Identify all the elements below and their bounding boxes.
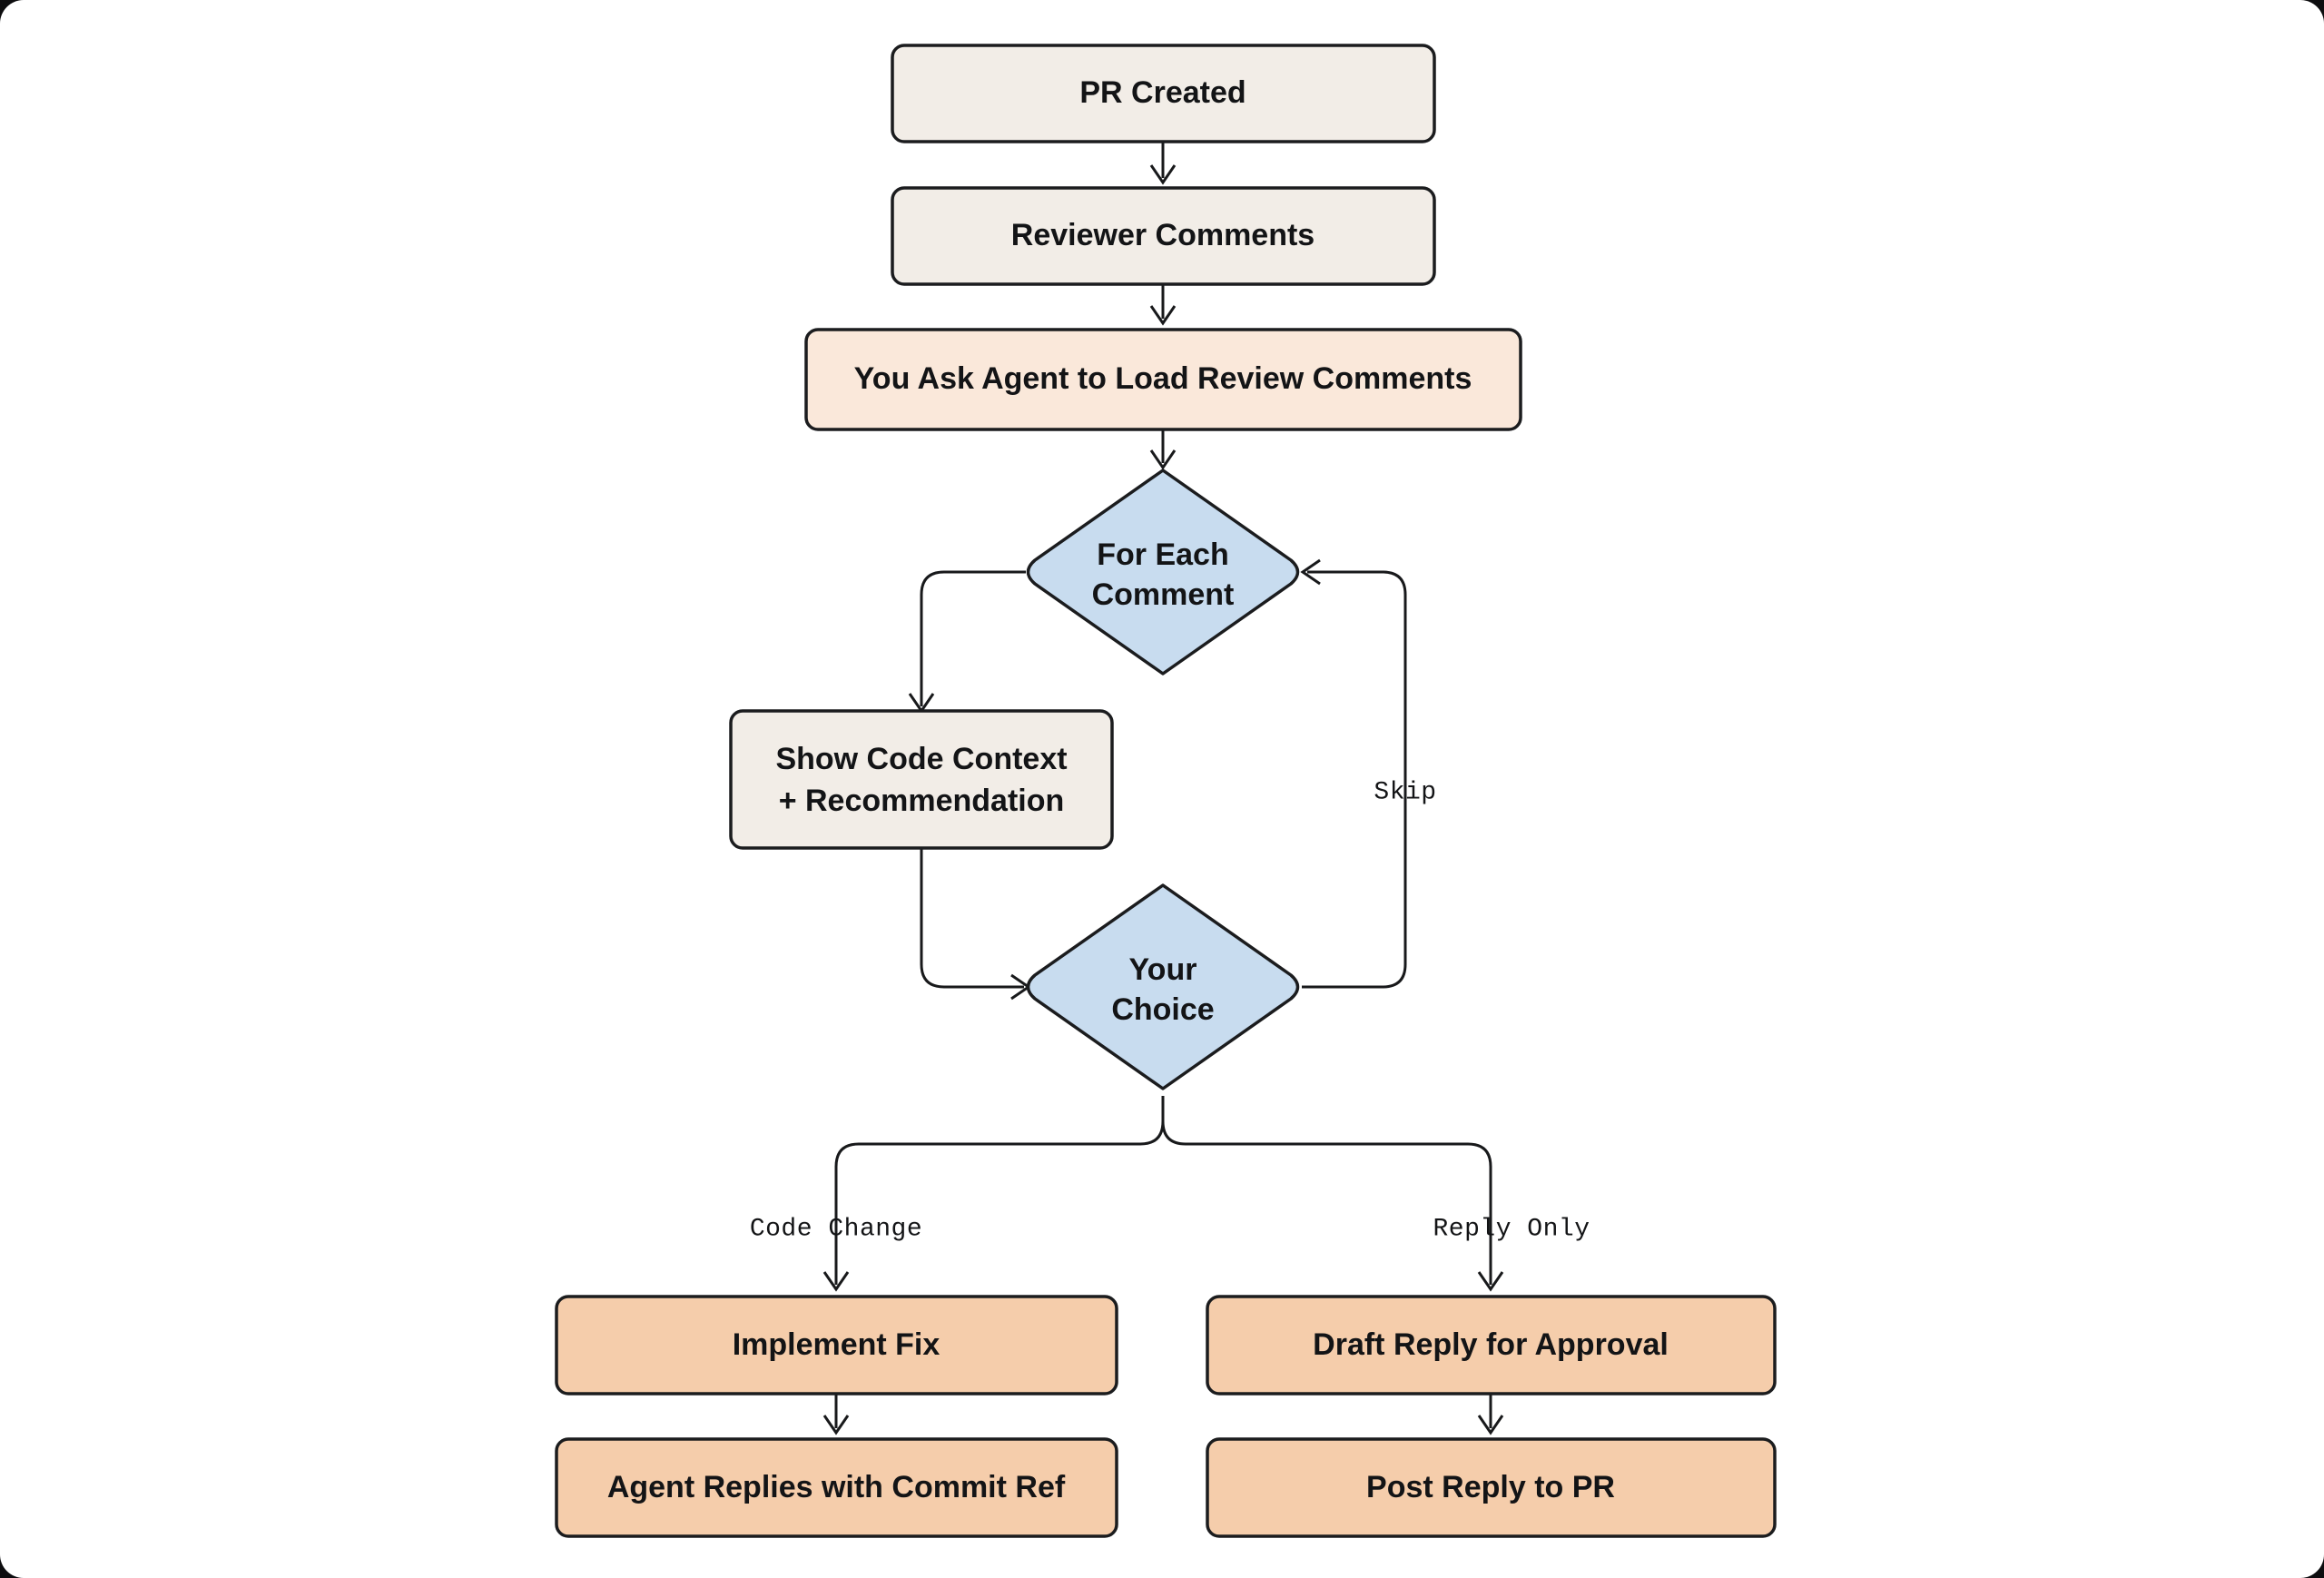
node-post-reply-shape[interactable] <box>1206 1437 1777 1538</box>
edge-label-layer: Skip Code Change Reply Only <box>750 778 1590 1243</box>
node-show-code-context[interactable]: Show Code Context + Recommendation <box>729 709 1114 850</box>
node-for-each-comment-shape[interactable] <box>1026 468 1300 676</box>
edge-pr-created-to-reviewer <box>1149 142 1177 185</box>
edge-label-reply-only: Reply Only <box>1433 1215 1590 1243</box>
node-ask-agent-label: You Ask Agent to Load Review Comments <box>854 361 1472 396</box>
edge-your-choice-skip-to-for-each <box>1300 558 1407 989</box>
node-ask-agent-shape[interactable] <box>804 328 1522 431</box>
edge-label-code-change: Code Change <box>750 1215 922 1243</box>
node-reviewer-comments[interactable]: Reviewer Comments <box>891 186 1436 286</box>
node-agent-replies[interactable]: Agent Replies with Commit Ref <box>555 1437 1118 1538</box>
node-post-reply[interactable]: Post Reply to PR <box>1206 1437 1777 1538</box>
edge-layer <box>822 142 1504 1435</box>
node-implement-fix-shape[interactable] <box>555 1295 1118 1396</box>
node-your-choice-label-line2: Choice <box>1111 992 1214 1027</box>
edge-label-skip: Skip <box>1374 778 1436 806</box>
edge-implement-fix-to-agent-replies <box>822 1394 850 1435</box>
node-your-choice[interactable]: Your Choice <box>1026 883 1300 1090</box>
edge-reviewer-to-ask-agent <box>1149 284 1177 326</box>
edge-draft-reply-to-post-reply <box>1477 1394 1504 1435</box>
edge-your-choice-to-draft-reply <box>1161 1096 1504 1292</box>
node-draft-reply[interactable]: Draft Reply for Approval <box>1206 1295 1777 1396</box>
node-for-each-comment-label-line1: For Each <box>1097 538 1228 572</box>
node-ask-agent[interactable]: You Ask Agent to Load Review Comments <box>804 328 1522 431</box>
node-layer: PR Created Reviewer Comments You Ask Age… <box>555 44 1777 1538</box>
edge-show-context-to-your-choice <box>920 848 1031 1001</box>
node-draft-reply-label: Draft Reply for Approval <box>1313 1327 1669 1362</box>
node-show-code-context-label-line1: Show Code Context <box>775 742 1067 776</box>
node-implement-fix[interactable]: Implement Fix <box>555 1295 1118 1396</box>
node-show-code-context-shape[interactable] <box>729 709 1114 850</box>
node-your-choice-shape[interactable] <box>1026 883 1300 1090</box>
node-reviewer-comments-shape[interactable] <box>891 186 1436 286</box>
node-post-reply-label: Post Reply to PR <box>1366 1470 1615 1504</box>
node-agent-replies-shape[interactable] <box>555 1437 1118 1538</box>
node-implement-fix-label: Implement Fix <box>733 1327 940 1362</box>
node-draft-reply-shape[interactable] <box>1206 1295 1777 1396</box>
node-pr-created-label: PR Created <box>1079 75 1246 110</box>
node-pr-created-shape[interactable] <box>891 44 1436 143</box>
node-agent-replies-label: Agent Replies with Commit Ref <box>607 1470 1066 1504</box>
node-pr-created[interactable]: PR Created <box>891 44 1436 143</box>
node-show-code-context-label-line2: + Recommendation <box>779 784 1065 818</box>
node-for-each-comment[interactable]: For Each Comment <box>1026 468 1300 676</box>
edge-your-choice-to-implement-fix <box>822 1096 1165 1292</box>
edge-ask-agent-to-for-each <box>1149 429 1177 470</box>
node-your-choice-label-line1: Your <box>1129 952 1197 987</box>
edge-for-each-to-show-context <box>908 570 1026 714</box>
node-reviewer-comments-label: Reviewer Comments <box>1011 218 1315 252</box>
node-for-each-comment-label-line2: Comment <box>1092 577 1235 612</box>
